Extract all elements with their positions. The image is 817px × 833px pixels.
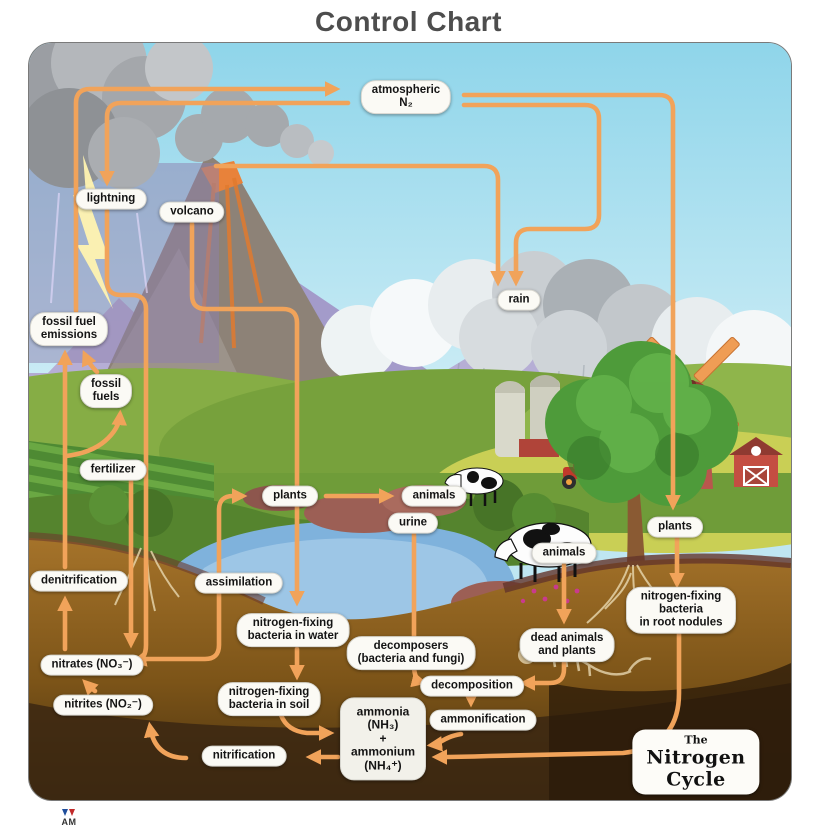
- arrow-nf-soil-to-ammonium: [278, 712, 335, 741]
- label-lightning: lightning: [75, 188, 147, 210]
- arrow-nitrification-to-nitrites: [143, 721, 189, 761]
- scene-graphics: [29, 43, 791, 800]
- label-fossil-fuels: fossil fuels: [79, 374, 133, 408]
- label-decomposition: decomposition: [420, 675, 524, 697]
- arrows: [57, 81, 685, 765]
- label-volcano: volcano: [159, 201, 225, 223]
- arrow-dead-animals-to-decomposition: [519, 660, 567, 691]
- arrow-root-nodules-to-ammonium: [431, 625, 682, 765]
- label-atmospheric-n2: atmospheric N₂: [360, 80, 452, 114]
- label-ammonia-ammonium: ammonia (NH₃) + ammonium (NH₄⁺): [339, 697, 427, 781]
- lightning-bolt: [73, 155, 113, 309]
- badge-line-title: Nitrogen Cycle: [646, 746, 746, 791]
- label-animals-right: animals: [531, 542, 597, 564]
- illustration: atmospheric N₂ lightning volcano rain fo…: [28, 42, 792, 801]
- watermark-logo: AM: [56, 804, 82, 830]
- label-nf-water: nitrogen-fixing bacteria in water: [236, 613, 350, 647]
- arrow-lightning-to-nitrates: [104, 208, 149, 667]
- arrow-atmospheric-n2-to-plants-right: [461, 92, 681, 511]
- tree: [545, 341, 738, 563]
- arrow-fossil-fuels-to-emissions: [81, 349, 100, 375]
- label-fossil-fuel-emissions: fossil fuel emissions: [29, 312, 109, 346]
- label-nitrites: nitrites (NO₂⁻): [53, 694, 153, 716]
- badge-line-the: The: [684, 733, 708, 747]
- arrow-nitrites-to-nitrates: [82, 679, 99, 696]
- label-dead-animals: dead animals and plants: [519, 628, 615, 662]
- label-assimilation: assimilation: [194, 572, 284, 594]
- label-urine: urine: [387, 512, 439, 534]
- label-nf-soil: nitrogen-fixing bacteria in soil: [217, 682, 321, 716]
- page-title: Control Chart: [315, 6, 502, 37]
- logo-text: AM: [61, 817, 77, 827]
- arrow-ammonification-to-ammonium: [426, 731, 464, 752]
- arrow-atmospheric-n2-to-lightning: [99, 100, 351, 187]
- label-rain: rain: [497, 289, 541, 311]
- label-nitrification: nitrification: [201, 745, 287, 767]
- arrow-atmospheric-n2-to-rain: [461, 102, 602, 287]
- label-animals-center: animals: [401, 485, 467, 507]
- arrow-volcano-to-rain: [213, 163, 506, 287]
- nitrogen-cycle-badge: The Nitrogen Cycle: [632, 729, 760, 795]
- arrow-fossil-fuel-emissions-to-atmospheric-n2: [73, 81, 341, 314]
- arrow-fertilizer-to-fossil-fuels: [63, 409, 128, 459]
- label-plants-center: plants: [262, 485, 318, 507]
- label-nf-root-nodules: nitrogen-fixing bacteria in root nodules: [626, 586, 736, 634]
- label-plants-right: plants: [647, 516, 703, 538]
- arrow-rain-to-nf-bacteria-water: [189, 221, 305, 607]
- label-ammonification: ammonification: [429, 709, 537, 731]
- label-nitrates: nitrates (NO₃⁻): [40, 654, 144, 676]
- shed: [729, 437, 783, 487]
- volcano-smoke: [175, 87, 334, 166]
- logo-flags-icon: [56, 804, 82, 816]
- label-decomposers: decomposers (bacteria and fungi): [346, 636, 476, 670]
- label-fertilizer: fertilizer: [79, 459, 147, 481]
- label-denitrification: denitrification: [29, 570, 129, 592]
